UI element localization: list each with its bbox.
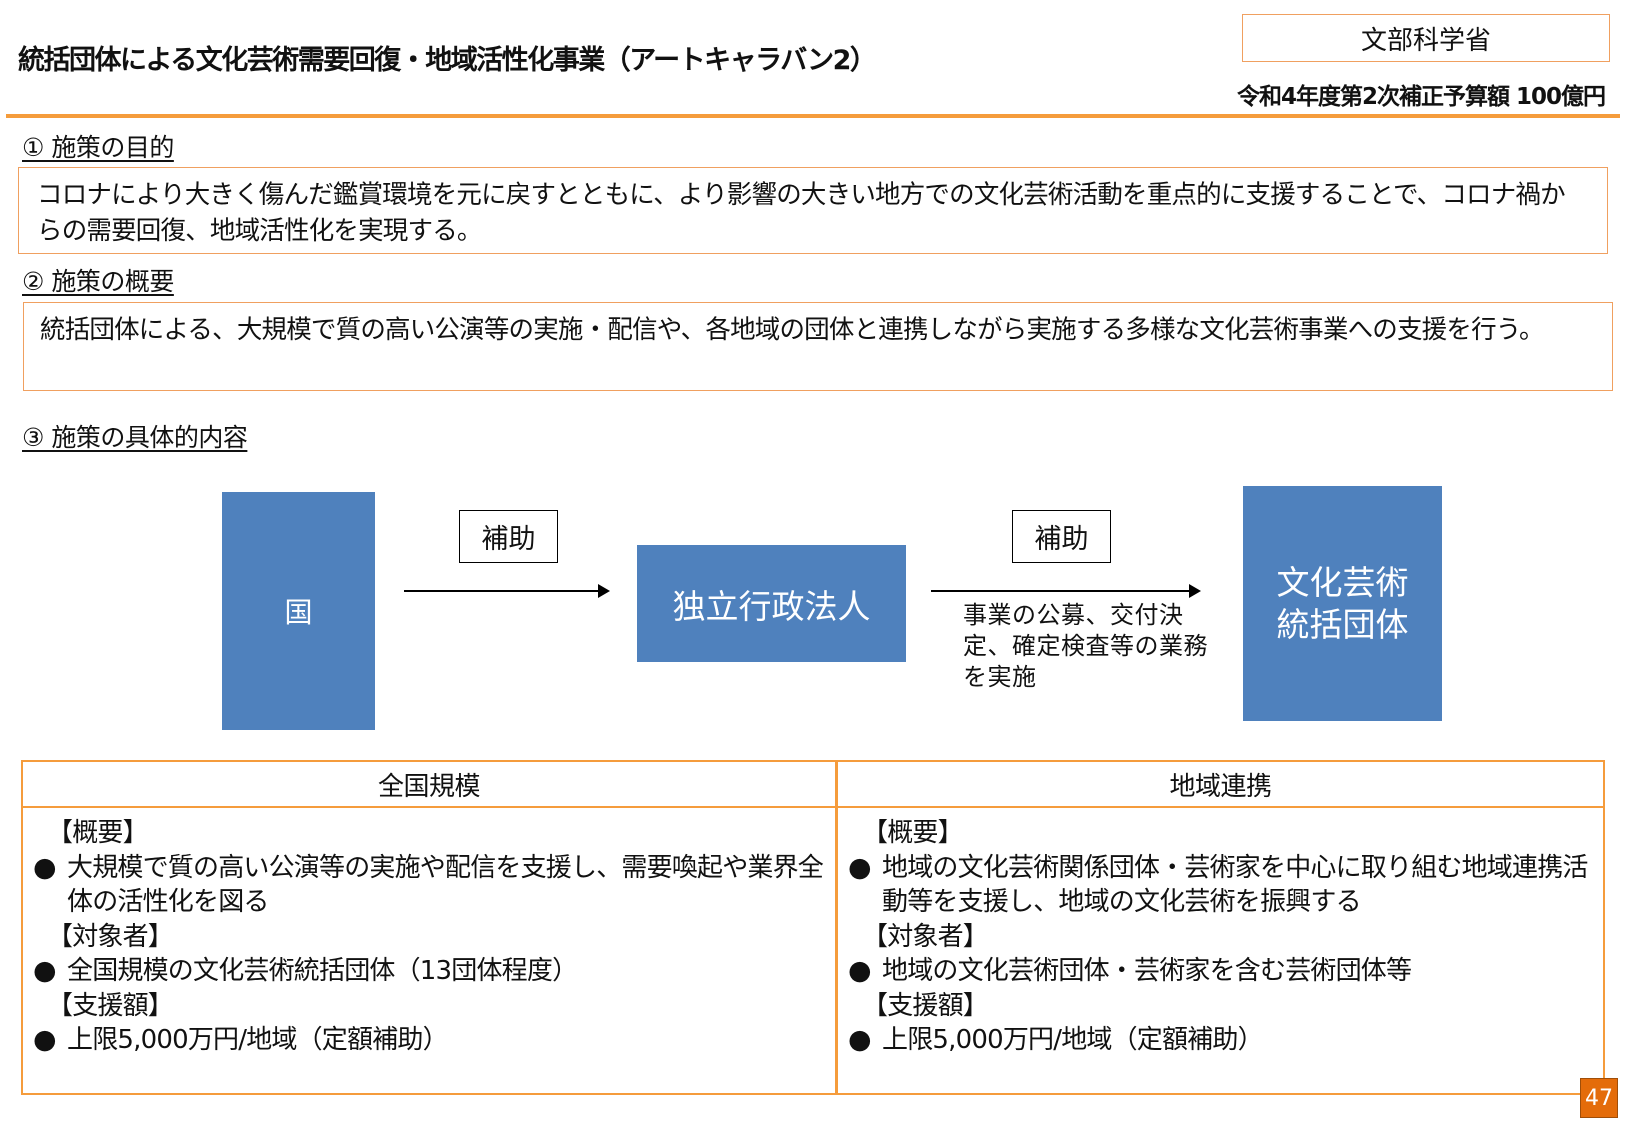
bullet-icon: ● xyxy=(33,955,57,986)
budget-amount: 令和4年度第2次補正予算額 100億円 xyxy=(1236,84,1606,110)
overview-label: 【概要】 xyxy=(862,818,964,848)
amount-label: 【支援額】 xyxy=(47,990,174,1021)
bullet-icon: ● xyxy=(848,851,872,883)
subsidy-label-1: 補助 xyxy=(459,510,558,563)
overview-label: 【概要】 xyxy=(47,818,149,848)
list-item: ● 上限5,000万円/地域（定額補助） xyxy=(33,1023,825,1058)
section-heading-overview: ② 施策の概要 xyxy=(22,267,174,296)
subsidy-label-2-text: 補助 xyxy=(1034,524,1089,555)
page-number: 47 xyxy=(1580,1078,1618,1118)
purpose-text: コロナにより大きく傷んだ鑑賞環境を元に戻すとともに、より影響の大きい地方での文化… xyxy=(37,180,1566,246)
bullet-icon: ● xyxy=(848,955,872,986)
overview-box: 統括団体による、大規模で質の高い公演等の実施・配信や、各地域の団体と連携しながら… xyxy=(23,302,1613,391)
purpose-box: コロナにより大きく傷んだ鑑賞環境を元に戻すとともに、より影響の大きい地方での文化… xyxy=(18,167,1608,254)
column-national: 全国規模 【概要】 ● 大規模で質の高い公演等の実施や配信を支援し、需要喚起や業… xyxy=(23,762,838,1093)
subsidy-label-2: 補助 xyxy=(1012,510,1111,563)
target-label: 【対象者】 xyxy=(47,921,174,952)
agency-duties-text: 事業の公募、交付決定、確定検査等の業務を実施 xyxy=(963,601,1208,691)
subsidy-label-1-text: 補助 xyxy=(481,524,536,555)
node-arts-groups: 文化芸術 統括団体 xyxy=(1243,486,1442,721)
bullet-icon: ● xyxy=(33,851,57,883)
target-label: 【対象者】 xyxy=(862,921,989,952)
list-item: ● 大規模で質の高い公演等の実施や配信を支援し、需要喚起や業界全体の活性化を図る xyxy=(33,851,825,920)
amount-label: 【支援額】 xyxy=(862,990,989,1021)
list-item: ● 上限5,000万円/地域（定額補助） xyxy=(848,1023,1593,1058)
section-heading-details: ③ 施策の具体的内容 xyxy=(22,423,248,452)
column-header: 地域連携 xyxy=(838,762,1603,808)
page-title: 統括団体による文化芸術需要回復・地域活性化事業（アートキャラバン2） xyxy=(18,45,877,76)
bullet-icon: ● xyxy=(848,1024,872,1055)
list-item: ● 地域の文化芸術団体・芸術家を含む芸術団体等 xyxy=(848,954,1593,989)
arrow-right-icon xyxy=(404,584,610,598)
column-regional: 地域連携 【概要】 ● 地域の文化芸術関係団体・芸術家を中心に取り組む地域連携活… xyxy=(838,762,1603,1093)
support-table: 全国規模 【概要】 ● 大規模で質の高い公演等の実施や配信を支援し、需要喚起や業… xyxy=(21,760,1605,1095)
ministry-name: 文部科学省 xyxy=(1360,25,1491,56)
node-country: 国 xyxy=(222,492,375,730)
node-groups-line1: 文化芸術 xyxy=(1276,562,1409,602)
node-agency-label: 独立行政法人 xyxy=(672,586,871,626)
node-country-label: 国 xyxy=(284,596,313,629)
bullet-icon: ● xyxy=(33,1024,57,1055)
header-divider xyxy=(6,114,1620,118)
list-item: ● 全国規模の文化芸術統括団体（13団体程度） xyxy=(33,954,825,989)
node-groups-line2: 統括団体 xyxy=(1276,604,1409,644)
list-item: ● 地域の文化芸術関係団体・芸術家を中心に取り組む地域連携活動等を支援し、地域の… xyxy=(848,851,1593,920)
section-heading-purpose: ① 施策の目的 xyxy=(22,133,174,162)
node-agency: 独立行政法人 xyxy=(637,545,906,662)
column-header: 全国規模 xyxy=(23,762,835,808)
arrow-right-icon xyxy=(931,584,1201,598)
overview-text: 統括団体による、大規模で質の高い公演等の実施・配信や、各地域の団体と連携しながら… xyxy=(40,315,1544,345)
ministry-label: 文部科学省 xyxy=(1242,14,1610,62)
